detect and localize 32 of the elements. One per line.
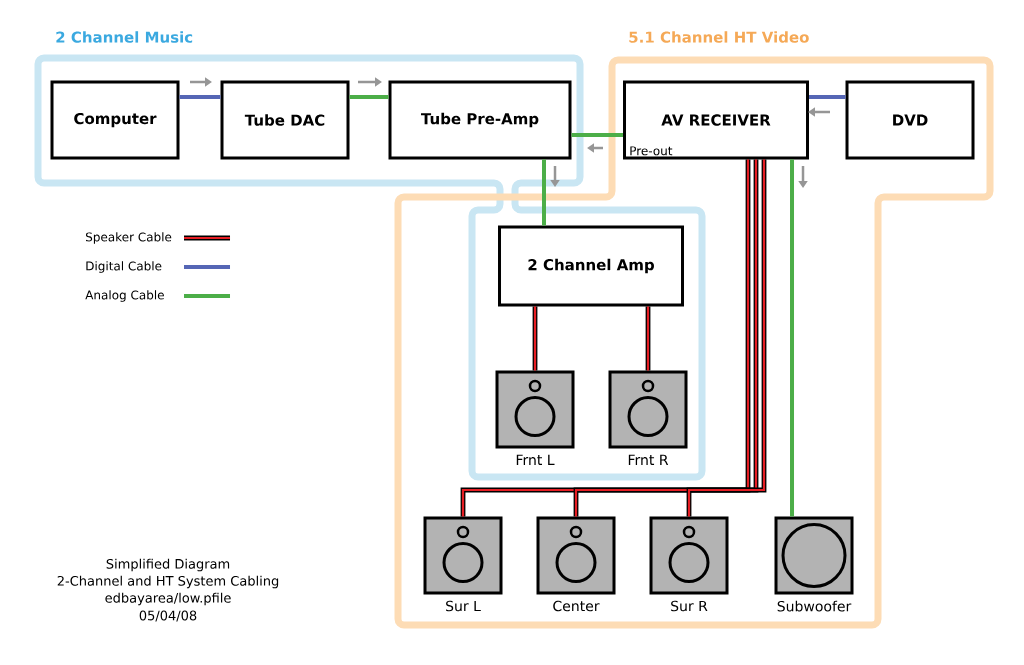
cable [460, 159, 751, 517]
cable [790, 159, 794, 517]
legend-label: Speaker Cable [86, 232, 172, 244]
legend-label: Analog Cable [85, 290, 164, 302]
device-box: 2 Channel Amp [498, 225, 684, 307]
cable [179, 95, 221, 99]
speaker-label: Sur L [446, 600, 481, 612]
device-box: Tube DAC [220, 80, 350, 160]
device-box: DVD [845, 80, 975, 160]
note-text: 05/04/08 [139, 610, 197, 622]
cable [532, 306, 538, 371]
device-box: Computer [50, 80, 180, 160]
speaker-label: Sur R [671, 600, 708, 612]
note-text: Simplified Diagram [106, 558, 230, 572]
region-title: 2 Channel Music [56, 31, 193, 43]
cable [571, 133, 623, 137]
cable [809, 95, 846, 99]
note-text: 2-Channel and HT System Cabling [57, 575, 279, 589]
speaker-label: Frnt R [628, 454, 669, 465]
speaker-label: Subwoofer [777, 600, 852, 612]
cable [349, 95, 389, 99]
cable [686, 159, 767, 517]
cable [542, 159, 546, 226]
region-title: 5.1 Channel HT Video [629, 31, 809, 43]
speaker-label: Frnt L [516, 454, 555, 465]
legend-label: Digital Cable [86, 261, 162, 273]
cable [573, 159, 759, 517]
device-box: Tube Pre-Amp [388, 80, 572, 160]
cable [645, 306, 651, 371]
note-text: edbayarea/low.pfile [105, 592, 231, 606]
speaker-label: Center [553, 600, 600, 612]
port-label: Pre-out [630, 146, 673, 156]
